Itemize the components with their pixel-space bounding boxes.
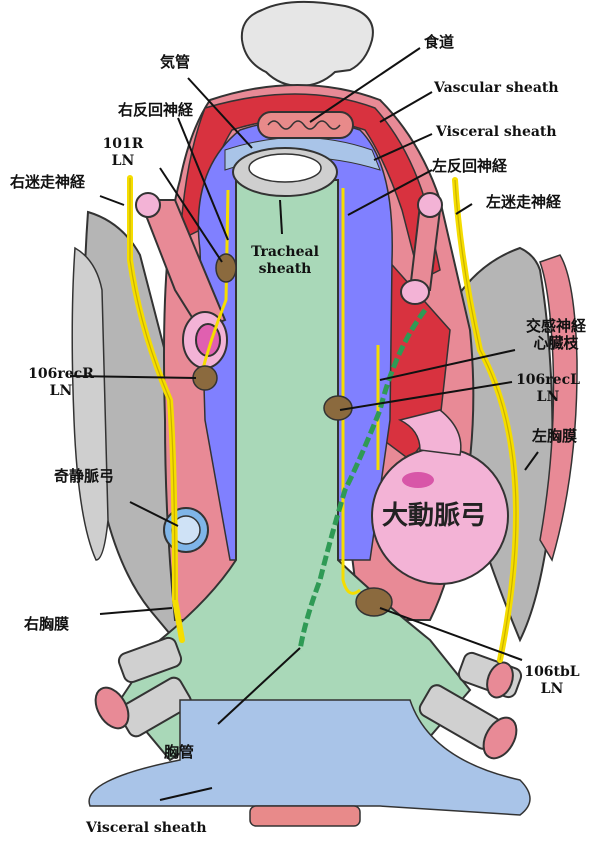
label-visceral-sheath-bottom: Visceral sheath xyxy=(86,820,207,837)
label-esophagus: 食道 xyxy=(424,34,454,51)
label-sympathetic-line2: 心臓枝 xyxy=(516,335,596,352)
label-thoracic-duct: 胸管 xyxy=(164,744,194,761)
label-106recl-line2: LN xyxy=(508,389,588,406)
label-106tbl-line1: 106tbL xyxy=(512,664,592,681)
label-101r-ln-line2: LN xyxy=(96,153,150,170)
label-106recr-line2: LN xyxy=(16,383,106,400)
label-106recl-line1: 106recL xyxy=(508,372,588,389)
label-aortic-arch: 大動脈弓 xyxy=(382,502,486,530)
label-106tbl-line2: LN xyxy=(512,681,592,698)
label-sympathetic-cardiac-branch: 交感神経 心臓枝 xyxy=(516,318,596,352)
label-right-vagus: 右迷走神経 xyxy=(10,174,85,191)
ln-106recr xyxy=(193,366,217,390)
label-106recr-ln: 106recR LN xyxy=(16,366,106,400)
label-azygos-arch: 奇静脈弓 xyxy=(54,468,114,485)
label-106tbl-ln: 106tbL LN xyxy=(512,664,592,698)
label-tracheal-sheath-line2: sheath xyxy=(240,261,330,278)
label-left-recurrent-nerve: 左反回神経 xyxy=(432,158,507,175)
label-visceral-sheath-top: Visceral sheath xyxy=(436,124,557,141)
label-right-recurrent-nerve: 右反回神経 xyxy=(118,102,193,119)
label-left-vagus: 左迷走神経 xyxy=(486,194,561,211)
ln-106tbl xyxy=(356,588,392,616)
label-101r-ln: 101R LN xyxy=(96,136,150,170)
vertebra xyxy=(242,2,373,86)
label-vascular-sheath: Vascular sheath xyxy=(434,80,559,97)
label-right-pleura: 右胸膜 xyxy=(24,616,69,633)
label-tracheal-sheath: Tracheal sheath xyxy=(240,244,330,278)
label-106recr-line1: 106recR xyxy=(16,366,106,383)
esophagus-top xyxy=(258,112,353,138)
label-sympathetic-line1: 交感神経 xyxy=(516,318,596,335)
label-106recl-ln: 106recL LN xyxy=(508,372,588,406)
label-tracheal-sheath-line1: Tracheal xyxy=(240,244,330,261)
label-trachea: 気管 xyxy=(160,54,190,71)
label-101r-ln-line1: 101R xyxy=(96,136,150,153)
label-left-pleura: 左胸膜 xyxy=(532,428,577,445)
